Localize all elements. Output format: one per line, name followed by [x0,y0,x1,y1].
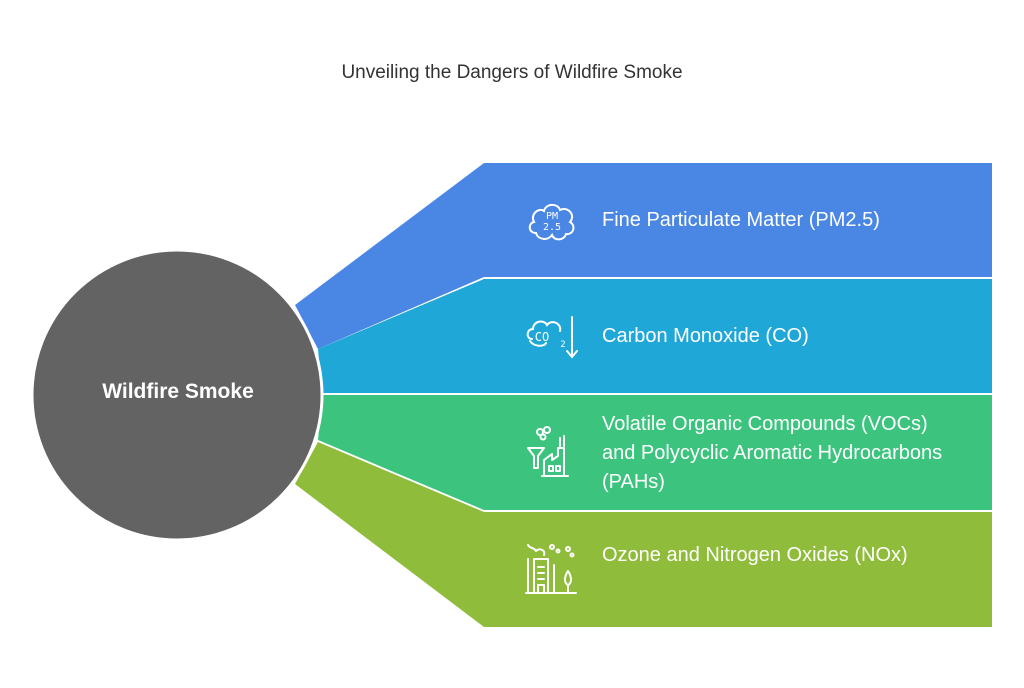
band-fine-particulate-matter [295,163,992,349]
polluted-city-icon [524,541,580,597]
band-ozone-nox [295,442,992,627]
item-label-fine-particulate-matter: Fine Particulate Matter (PM2.5) [602,209,880,231]
band-carbon-monoxide [318,279,992,393]
svg-text:PM: PM [546,211,558,222]
pm25-cloud-icon: PM 2.5 [524,193,580,249]
item-label-vocs-pahs: Volatile Organic Compounds (VOCs) and Po… [602,413,943,493]
hub-label: Wildfire Smoke [102,380,254,403]
band-vocs-pahs [318,395,992,510]
item-label-ozone-nox: Ozone and Nitrogen Oxides (NOx) [602,544,908,566]
factory-emissions-icon [524,424,580,480]
co2-down-arrow-icon: CO 2 [524,309,580,365]
hub-circle [30,248,324,542]
svg-text:2: 2 [560,340,565,350]
svg-text:2.5: 2.5 [543,222,561,233]
item-label-carbon-monoxide: Carbon Monoxide (CO) [602,325,809,347]
diagram-title: Unveiling the Dangers of Wildfire Smoke [341,62,683,83]
svg-text:CO: CO [535,330,549,344]
